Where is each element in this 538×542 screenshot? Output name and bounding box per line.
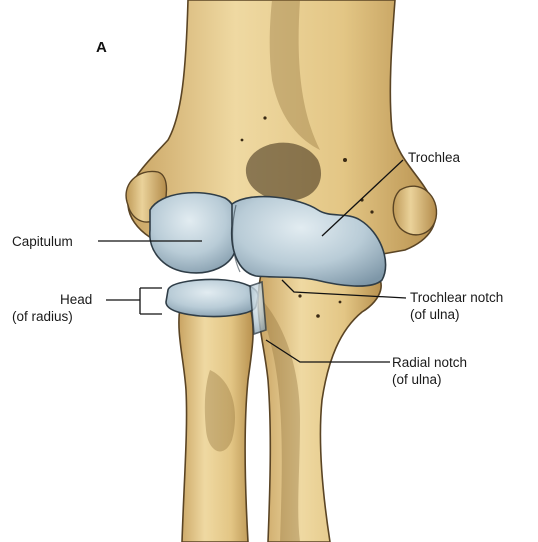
- label-head-line1: Head: [60, 292, 92, 307]
- capitulum-surface: [150, 193, 238, 273]
- label-trochlea: Trochlea: [408, 150, 461, 165]
- label-trochlear-notch-line1: Trochlear notch: [410, 290, 503, 305]
- radial-head: [166, 279, 258, 316]
- label-radial-notch-line2: (of ulna): [392, 372, 442, 387]
- label-radial-notch-line1: Radial notch: [392, 355, 467, 370]
- label-head-line2: (of radius): [12, 309, 73, 324]
- label-capitulum: Capitulum: [12, 234, 73, 249]
- head-bracket: [106, 288, 162, 314]
- label-trochlear-notch-line2: (of ulna): [410, 307, 460, 322]
- ulna: [258, 264, 381, 542]
- radius: [166, 279, 266, 542]
- panel-letter: A: [96, 39, 107, 56]
